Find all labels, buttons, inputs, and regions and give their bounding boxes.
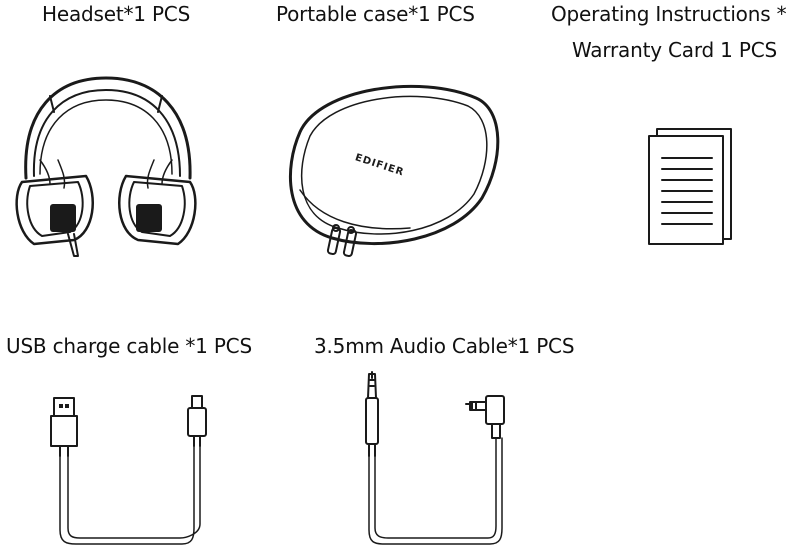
- portable-case-icon: EDIFIER: [288, 84, 500, 257]
- portable-case-label: Portable case*1 PCS: [276, 2, 475, 26]
- document-icon: [648, 128, 732, 245]
- audio-cable-icon: [365, 371, 505, 545]
- headset-icon: [15, 76, 197, 257]
- instructions-label-line2: Warranty Card 1 PCS: [572, 38, 777, 62]
- usb-cable-label: USB charge cable *1 PCS: [6, 334, 252, 358]
- headset-label: Headset*1 PCS: [42, 2, 191, 26]
- case-brand-text: EDIFIER: [354, 152, 406, 178]
- usb-cable-icon: [50, 395, 207, 545]
- audio-cable-label: 3.5mm Audio Cable*1 PCS: [314, 334, 575, 358]
- instructions-label-line1: Operating Instructions *: [551, 2, 787, 26]
